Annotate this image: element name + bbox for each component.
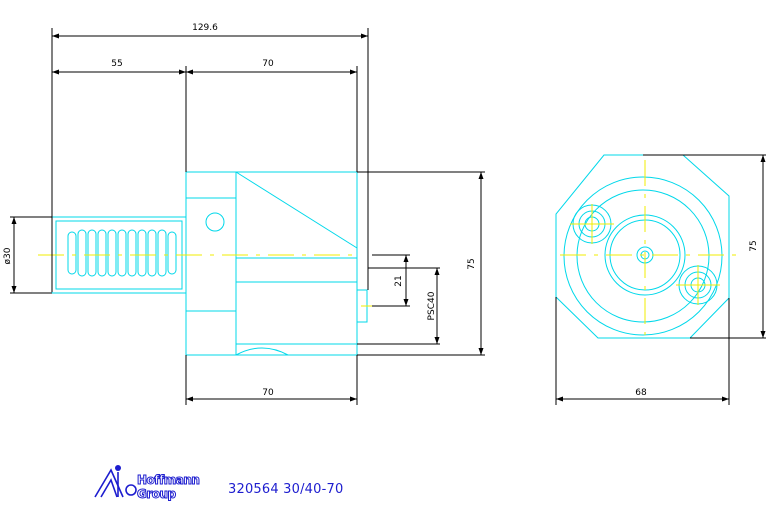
dim-body-length-top: 70 — [262, 59, 274, 69]
part-number: 320564 30/40-70 — [228, 482, 344, 497]
dim-overall-length: 129.6 — [192, 23, 218, 33]
front-view: 75 68 — [555, 154, 766, 405]
shank-ribs — [67, 229, 177, 277]
dim-front-height: 75 — [749, 240, 759, 251]
front-outline — [555, 154, 730, 339]
dim-tool-seat-size: PSC40 — [427, 291, 437, 320]
hoffmann-group-logo: Hoffmann Group — [94, 465, 200, 502]
dim-shank-diameter: ø30 — [3, 247, 13, 264]
dim-body-length-bottom: 70 — [262, 388, 274, 398]
holder-body — [185, 171, 368, 356]
logo-emblem-icon — [94, 465, 137, 498]
side-view: 129.6 55 70 70 ø30 75 21 PSC40 — [3, 23, 485, 405]
dim-tool-seat-offset: 21 — [394, 275, 404, 286]
dim-body-height: 75 — [467, 258, 477, 269]
dim-shank-length: 55 — [111, 59, 122, 69]
shank — [51, 216, 187, 294]
dim-front-width: 68 — [635, 388, 647, 398]
logo-line2: Group — [137, 487, 177, 501]
logo-line1: Hoffmann — [137, 473, 199, 487]
